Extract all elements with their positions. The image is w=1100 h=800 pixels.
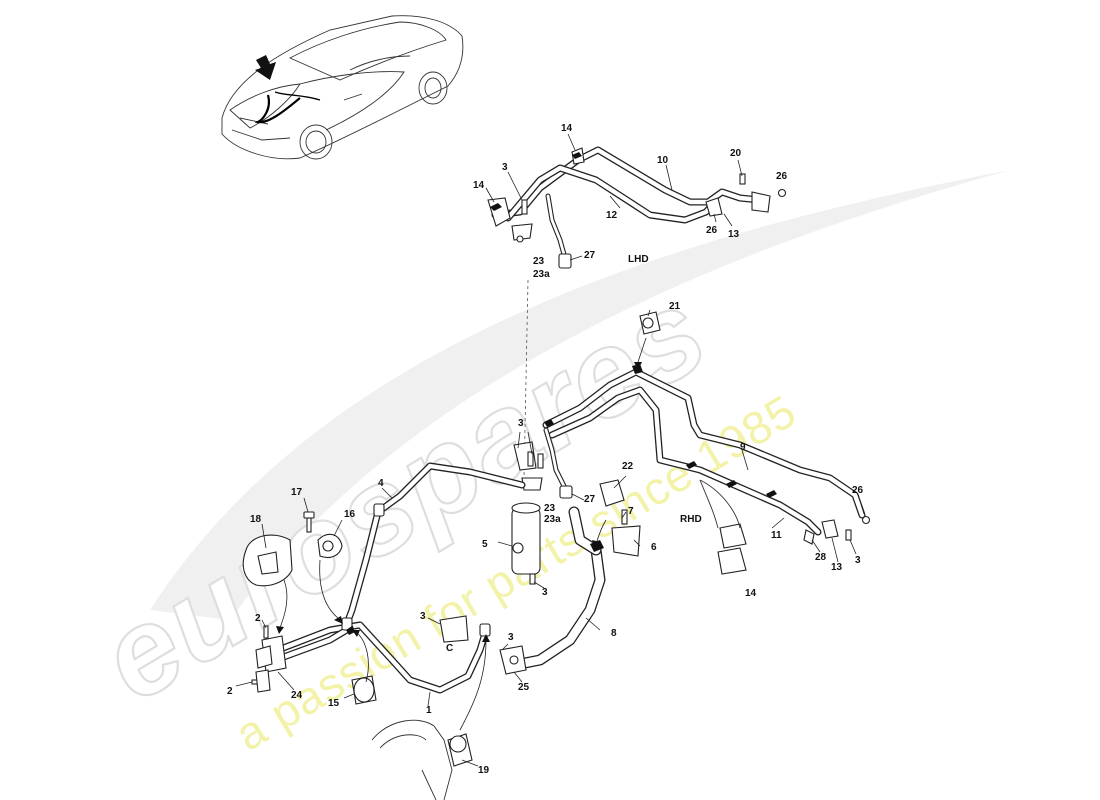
callout-14: 14 (745, 588, 757, 599)
pipe-4 (342, 462, 526, 630)
callout-13: 13 (831, 562, 843, 573)
callout-9: 9 (740, 442, 746, 453)
callout-27: 27 (584, 494, 596, 505)
callout-3: 3 (502, 162, 508, 173)
region-label-rhd: RHD (680, 514, 702, 525)
callout-23a: 23a (544, 514, 561, 525)
callout-23a: 23a (533, 269, 550, 280)
callout-18: 18 (250, 514, 262, 525)
callout-13: 13 (728, 229, 740, 240)
lhd-pipe-assembly (487, 146, 787, 269)
watermark-swoosh (150, 170, 1010, 620)
callout-11: 11 (771, 530, 782, 541)
region-label-lhd: LHD (628, 254, 649, 265)
callout-8: 8 (611, 628, 617, 639)
callout-3: 3 (518, 418, 524, 429)
callout-27: 27 (584, 250, 596, 261)
callout-17: 17 (291, 487, 303, 498)
vehicle-location-thumbnail (221, 15, 464, 160)
hose-1 (266, 615, 491, 694)
callout-14: 14 (561, 123, 573, 134)
region-label-c: C (446, 643, 453, 654)
callout-4: 4 (378, 478, 384, 489)
callout-3: 3 (542, 587, 548, 598)
left-components (242, 511, 377, 705)
callout-12: 12 (606, 210, 618, 221)
callout-10: 10 (657, 155, 669, 166)
callout-6: 6 (651, 542, 657, 553)
callout-22: 22 (622, 461, 634, 472)
callout-16: 16 (344, 509, 356, 520)
callout-14: 14 (473, 180, 485, 191)
callout-3: 3 (855, 555, 861, 566)
leader-lines (235, 133, 865, 767)
callout-24: 24 (291, 690, 303, 701)
callout-15: 15 (328, 698, 340, 709)
callout-2: 2 (255, 613, 261, 624)
clip-14-rhd (699, 479, 741, 529)
callout-26: 26 (852, 485, 864, 496)
callout-3: 3 (508, 632, 514, 643)
location-arrow-icon (255, 55, 276, 80)
watermark: eurospares a passion for parts since 198… (77, 170, 1010, 761)
callout-23: 23 (544, 503, 556, 514)
callout-20: 20 (730, 148, 742, 159)
callout-26: 26 (706, 225, 718, 236)
callout-19: 19 (478, 765, 490, 776)
callout-7: 7 (628, 506, 634, 517)
callout-23: 23 (533, 256, 545, 267)
callout-5: 5 (482, 539, 488, 550)
callout-28: 28 (815, 552, 827, 563)
callout-26: 26 (776, 171, 788, 182)
callout-3: 3 (420, 611, 426, 622)
rhd-pipe-assembly (513, 311, 871, 575)
hose-8 (499, 506, 606, 675)
callout-21: 21 (669, 301, 681, 312)
part-19-assembly (371, 719, 473, 800)
callout-1: 1 (426, 705, 432, 716)
callout-2: 2 (227, 686, 233, 697)
receiver-drier (511, 502, 541, 585)
callout-25: 25 (518, 682, 530, 693)
